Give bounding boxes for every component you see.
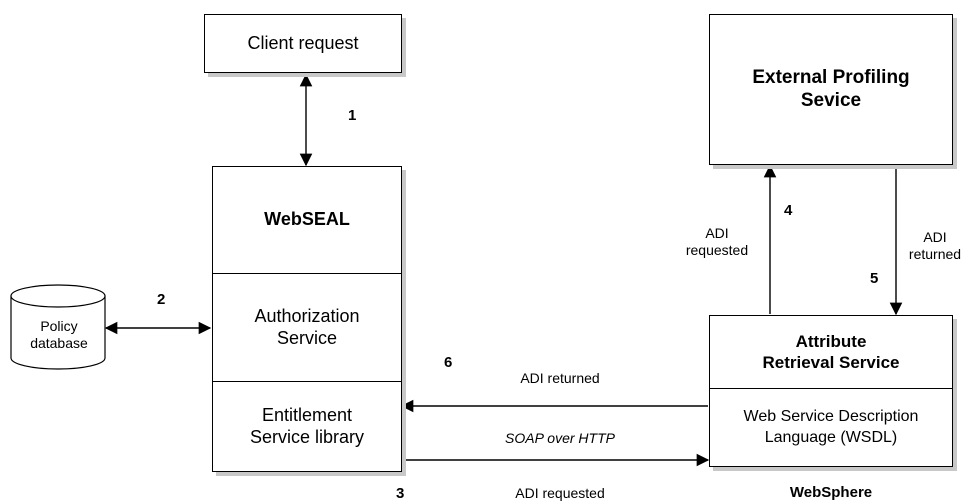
step-6-number: 6	[444, 354, 453, 371]
policy-database-label: Policy database	[12, 318, 106, 352]
policy-database-line-1: Policy	[40, 318, 78, 334]
adi-returned-5-line-1: ADI	[923, 229, 947, 245]
client-request-label: Client request	[247, 32, 359, 53]
webseal-box: WebSEAL Authorization Service Entitlemen…	[212, 166, 402, 472]
authorization-service-line-1: Authorization	[254, 305, 360, 326]
adi-returned-label-step-6: ADI returned	[520, 370, 600, 386]
step-4-number: 4	[784, 202, 793, 219]
wsdl-line-2: Language (WSDL)	[764, 428, 898, 446]
attribute-retrieval-line-2: Retrieval Service	[762, 353, 900, 372]
wsdl-cell: Web Service Description Language (WSDL)	[710, 389, 952, 466]
wsdl-line-1: Web Service Description	[743, 407, 919, 425]
step-5-number: 5	[870, 270, 879, 287]
adi-requested-4-line-1: ADI	[705, 225, 729, 241]
external-profiling-line-2: Sevice	[800, 89, 862, 111]
step-1-number: 1	[348, 107, 357, 124]
step-2-number: 2	[157, 291, 166, 308]
attribute-retrieval-line-1: Attribute	[795, 331, 867, 351]
webseal-label: WebSEAL	[264, 209, 350, 230]
policy-database-line-2: database	[30, 334, 88, 351]
entitlement-library-cell: Entitlement Service library	[213, 382, 401, 471]
entitlement-line-2: Service library	[249, 426, 365, 447]
adi-requested-label-step-3: ADI requested	[515, 485, 605, 501]
adi-returned-label-step-5: ADI returned	[900, 229, 970, 263]
authorization-service-line-2: Service	[276, 327, 338, 348]
client-request-box: Client request	[204, 14, 402, 73]
adi-requested-label-step-4: ADI requested	[672, 225, 762, 259]
websphere-label: WebSphere	[789, 484, 873, 501]
adi-returned-5-line-2: returned	[908, 245, 962, 262]
policy-database-cylinder	[10, 284, 106, 370]
attribute-retrieval-service-box: Attribute Retrieval Service Web Service …	[709, 315, 953, 467]
authorization-service-cell: Authorization Service	[213, 274, 401, 382]
step-3-number: 3	[396, 485, 405, 502]
entitlement-line-1: Entitlement	[261, 404, 353, 425]
soap-over-http-label: SOAP over HTTP	[505, 430, 615, 446]
external-profiling-line-1: External Profiling	[752, 66, 910, 88]
external-profiling-service-box: External Profiling Sevice	[709, 14, 953, 165]
adi-requested-4-line-2: requested	[685, 241, 749, 258]
